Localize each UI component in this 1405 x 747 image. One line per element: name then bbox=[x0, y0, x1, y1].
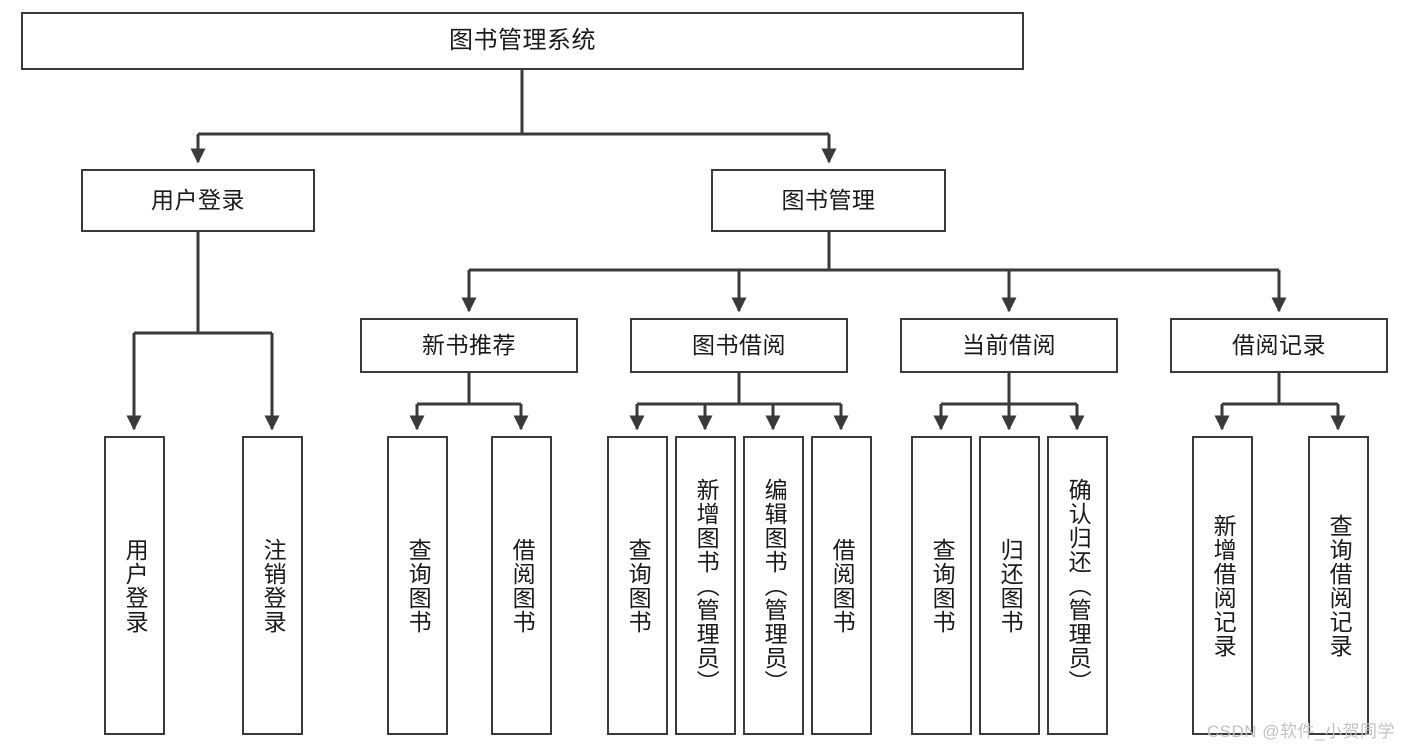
node-book-management-label: 图书管理 bbox=[781, 186, 876, 213]
node-leaf-query-book-2-label: 查询图书 bbox=[625, 537, 652, 634]
node-new-book-recommend-label: 新书推荐 bbox=[422, 331, 516, 358]
node-current-borrow[interactable]: 当前借阅 bbox=[900, 318, 1118, 373]
node-borrow-record-label: 借阅记录 bbox=[1232, 331, 1326, 358]
node-leaf-edit-book[interactable]: 编辑图书（管理员） bbox=[743, 436, 804, 735]
node-leaf-borrow-book-1-label: 借阅图书 bbox=[509, 537, 536, 634]
node-leaf-return-book-label: 归还图书 bbox=[997, 537, 1024, 634]
node-leaf-borrow-book-2[interactable]: 借阅图书 bbox=[811, 436, 872, 735]
node-leaf-borrow-book-2-label: 借阅图书 bbox=[829, 537, 856, 634]
node-leaf-query-book-2[interactable]: 查询图书 bbox=[607, 436, 668, 735]
node-book-borrow-label: 图书借阅 bbox=[692, 331, 786, 358]
node-leaf-query-book-3-label: 查询图书 bbox=[929, 537, 956, 634]
node-book-borrow[interactable]: 图书借阅 bbox=[630, 318, 848, 373]
node-leaf-query-record-label: 查询借阅记录 bbox=[1326, 513, 1353, 658]
node-leaf-add-record-label: 新增借阅记录 bbox=[1210, 513, 1237, 658]
node-new-book-recommend[interactable]: 新书推荐 bbox=[360, 318, 578, 373]
node-user-login-label: 用户登录 bbox=[151, 186, 245, 213]
node-borrow-record[interactable]: 借阅记录 bbox=[1170, 318, 1388, 373]
node-leaf-user-login[interactable]: 用户登录 bbox=[104, 436, 165, 735]
node-leaf-borrow-book-1[interactable]: 借阅图书 bbox=[491, 436, 552, 735]
node-leaf-add-book-label: 新增图书（管理员） bbox=[693, 477, 720, 694]
node-leaf-user-logout[interactable]: 注销登录 bbox=[242, 436, 303, 735]
node-leaf-query-book-1[interactable]: 查询图书 bbox=[387, 436, 448, 735]
node-leaf-return-book[interactable]: 归还图书 bbox=[979, 436, 1040, 735]
node-leaf-query-record[interactable]: 查询借阅记录 bbox=[1308, 436, 1369, 735]
node-user-login[interactable]: 用户登录 bbox=[81, 169, 315, 232]
node-leaf-user-logout-label: 注销登录 bbox=[260, 537, 287, 634]
node-leaf-confirm-return-label: 确认归还（管理员） bbox=[1065, 477, 1092, 694]
node-leaf-confirm-return[interactable]: 确认归还（管理员） bbox=[1047, 436, 1108, 735]
node-book-management[interactable]: 图书管理 bbox=[711, 169, 946, 232]
node-leaf-add-record[interactable]: 新增借阅记录 bbox=[1192, 436, 1253, 735]
node-root-label: 图书管理系统 bbox=[449, 26, 596, 54]
node-leaf-query-book-1-label: 查询图书 bbox=[405, 537, 432, 634]
node-leaf-user-login-label: 用户登录 bbox=[122, 537, 149, 634]
watermark: CSDN @软件_小贺同学 bbox=[1206, 722, 1395, 741]
node-leaf-edit-book-label: 编辑图书（管理员） bbox=[761, 477, 788, 694]
node-current-borrow-label: 当前借阅 bbox=[962, 331, 1056, 358]
node-root[interactable]: 图书管理系统 bbox=[21, 12, 1024, 70]
node-leaf-query-book-3[interactable]: 查询图书 bbox=[911, 436, 972, 735]
node-leaf-add-book[interactable]: 新增图书（管理员） bbox=[675, 436, 736, 735]
